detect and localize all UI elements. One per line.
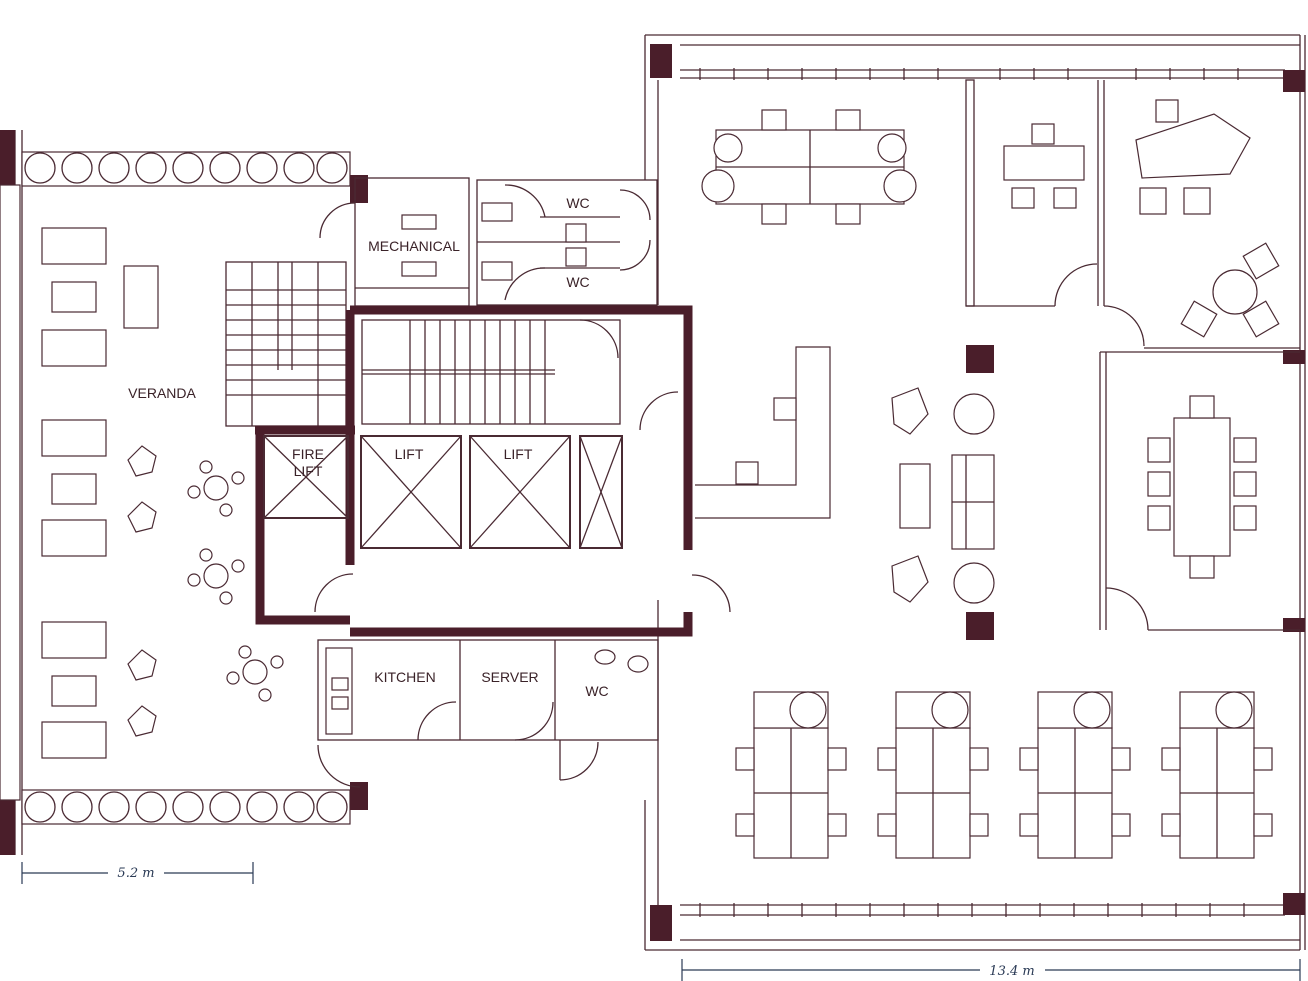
column-bottom-right — [1283, 893, 1305, 915]
column-right-mid-1 — [1283, 350, 1305, 364]
office-envelope — [644, 34, 1306, 951]
column-center-2 — [966, 612, 994, 640]
dimension-label-office: 13.4 m — [989, 964, 1034, 979]
label-wc-middle: WC — [566, 274, 589, 290]
top-mullions — [699, 68, 1239, 80]
veranda-sofa-group-2 — [41, 419, 107, 557]
dimension-veranda: 5.2 m — [21, 862, 254, 884]
label-wc-upper: WC — [566, 195, 589, 211]
bottom-mullions — [699, 903, 1245, 917]
workstations-top — [701, 109, 917, 225]
stair-core-treads — [362, 320, 555, 424]
workstations-bottom — [735, 691, 1273, 859]
dimension-office: 13.4 m — [681, 959, 1301, 981]
veranda-sofa-group-3 — [41, 621, 107, 759]
column-right-mid-2 — [1283, 618, 1305, 632]
planter-bottom — [24, 791, 348, 823]
core-structure — [225, 177, 731, 788]
label-kitchen: KITCHEN — [374, 669, 435, 685]
column-center-1 — [966, 345, 994, 373]
label-lift-b: LIFT — [504, 446, 533, 462]
label-mechanical: MECHANICAL — [368, 238, 460, 254]
label-wc-lower: WC — [585, 683, 608, 699]
stair-left-treads — [226, 262, 346, 426]
veranda-area — [0, 130, 368, 855]
label-fire-lift-2: LIFT — [294, 463, 323, 479]
private-offices — [965, 79, 1300, 631]
label-fire-lift-1: FIRE — [292, 446, 324, 462]
reception-area — [695, 346, 995, 604]
column-bottom-left — [650, 905, 672, 941]
dimension-label-veranda: 5.2 m — [117, 866, 154, 881]
label-server: SERVER — [481, 669, 538, 685]
veranda-round-tables — [187, 460, 284, 702]
planter-top — [24, 152, 348, 184]
label-veranda: VERANDA — [128, 385, 196, 401]
column-top-left — [650, 44, 672, 78]
column-top-right — [1283, 70, 1305, 92]
veranda-sofa-group-1 — [41, 227, 159, 367]
label-lift-a: LIFT — [395, 446, 424, 462]
